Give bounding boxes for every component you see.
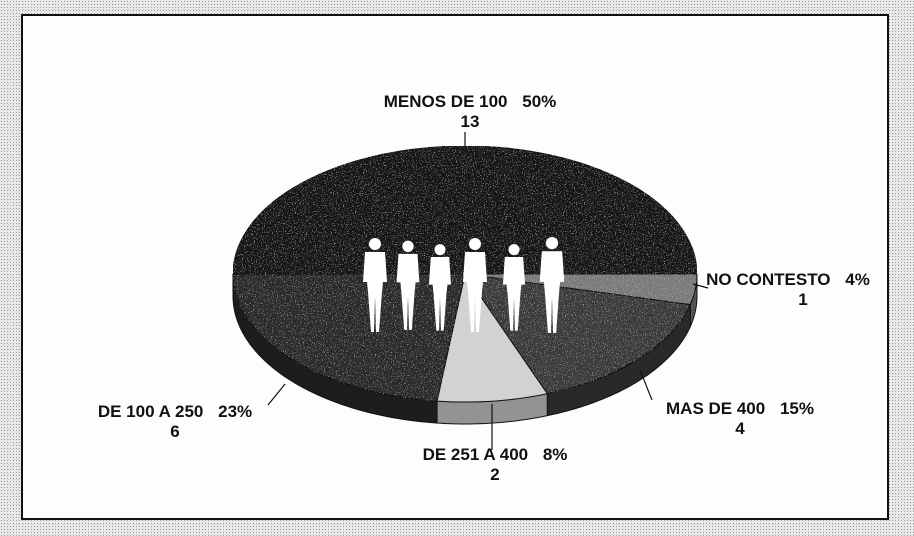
pie-slice-4	[232, 273, 466, 402]
slice-count: 2	[490, 465, 500, 484]
slice-label-text: DE 100 A 250	[97, 402, 204, 421]
slice-count: 6	[170, 422, 180, 441]
slice-label-text: DE 251 A 400	[422, 445, 529, 464]
slice-percent: 50%	[522, 92, 557, 111]
slice-label-no-contesto: NO CONTESTO 4% 1	[688, 270, 888, 310]
slice-percent: 8%	[542, 445, 568, 464]
slice-percent: 4%	[845, 270, 870, 289]
slice-label-mas-de-400: MAS DE 400 15% 4	[640, 399, 840, 439]
slice-label-text: MAS DE 400	[666, 399, 766, 418]
slice-count: 4	[735, 419, 745, 438]
slice-percent: 23%	[218, 402, 253, 421]
slice-label-text: NO CONTESTO	[706, 270, 831, 289]
leader-line-1	[692, 283, 709, 289]
slice-count: 13	[460, 112, 480, 131]
slice-percent: 15%	[779, 399, 814, 418]
leader-line-2	[639, 369, 653, 401]
slice-count: 1	[798, 290, 808, 309]
slice-label-de-251-a-400: DE 251 A 400 8% 2	[385, 445, 605, 485]
pie-slice-3	[436, 272, 549, 403]
slice-label-menos-de-100: MENOS DE 100 50% 13	[330, 92, 610, 132]
slice-label-text: MENOS DE 100	[383, 92, 508, 111]
leader-line-4	[267, 383, 286, 406]
pie-slice-2	[463, 273, 691, 395]
slice-label-de-100-a-250: DE 100 A 250 23% 6	[60, 402, 290, 442]
